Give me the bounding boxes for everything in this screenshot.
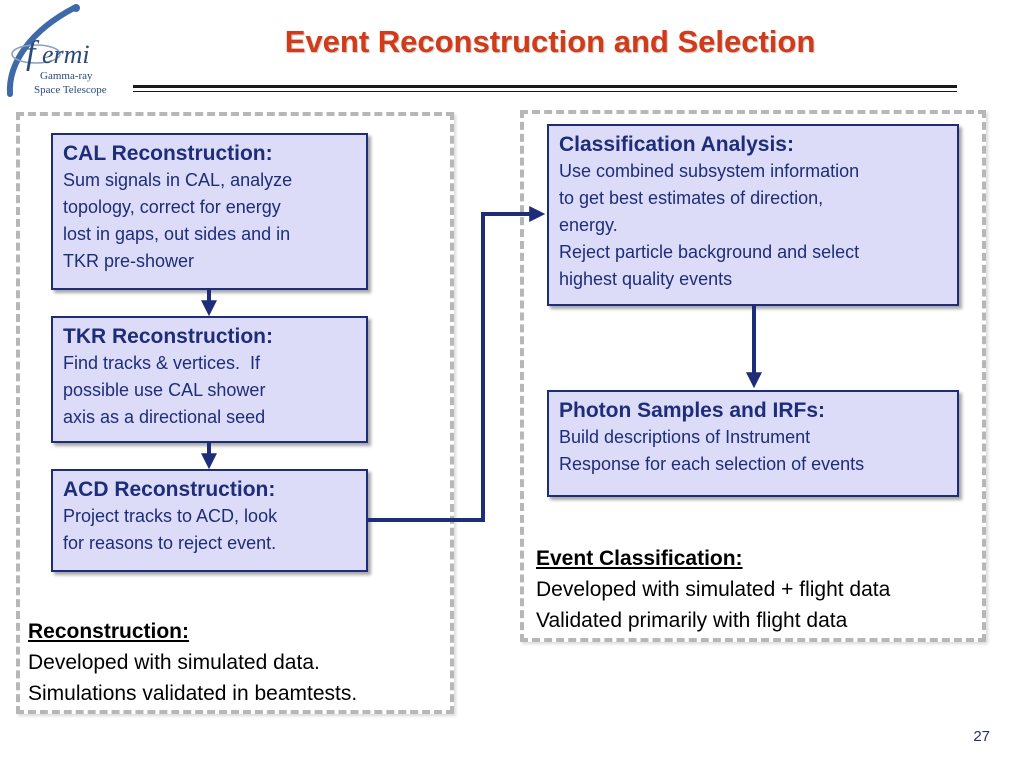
acd-box-title: ACD Reconstruction:: [63, 478, 276, 501]
reconstruction-caption: Reconstruction: Developed with simulated…: [28, 616, 357, 709]
photon-box-line: Response for each selection of events: [559, 454, 865, 474]
classification-box-line: Use combined subsystem information: [559, 161, 860, 181]
classification-caption: Event Classification: Developed with sim…: [536, 543, 890, 636]
classification-box-line: to get best estimates of direction,: [559, 188, 824, 208]
acd-reconstruction-box: ACD Reconstruction: Project tracks to AC…: [51, 469, 368, 572]
classification-box-line: highest quality events: [559, 269, 733, 289]
logo-line2: Space Telescope: [34, 84, 107, 96]
classification-box-line: Reject particle background and select: [559, 242, 860, 262]
svg-text:f: f: [26, 35, 40, 72]
classification-caption-line: Validated primarily with flight data: [536, 609, 848, 632]
photon-box-title: Photon Samples and IRFs:: [559, 399, 826, 422]
reconstruction-caption-title: Reconstruction:: [28, 620, 190, 643]
classification-caption-line: Developed with simulated + flight data: [536, 578, 891, 601]
acd-box-line: for reasons to reject event.: [63, 533, 277, 553]
cal-box-line: lost in gaps, out sides and in: [63, 224, 291, 244]
fermi-logo: f ermi Gamma-ray Space Telescope: [2, 2, 132, 102]
page-title: Event Reconstruction and Selection: [284, 24, 816, 59]
reconstruction-caption-line: Developed with simulated data.: [28, 651, 320, 674]
acd-box-line: Project tracks to ACD, look: [63, 506, 278, 526]
classification-box-line: energy.: [559, 215, 618, 235]
classification-caption-title: Event Classification:: [536, 547, 743, 570]
classification-box-title: Classification Analysis:: [559, 133, 794, 156]
cal-box-line: TKR pre-shower: [63, 251, 195, 271]
tkr-box-line: Find tracks & vertices. If: [63, 353, 261, 373]
tkr-box-line: possible use CAL shower: [63, 380, 266, 400]
cal-box-line: Sum signals in CAL, analyze: [63, 170, 293, 190]
cal-box-title: CAL Reconstruction:: [63, 142, 273, 165]
reconstruction-caption-line: Simulations validated in beamtests.: [28, 682, 358, 705]
cal-reconstruction-box: CAL Reconstruction: Sum signals in CAL, …: [51, 133, 368, 290]
tkr-box-title: TKR Reconstruction:: [63, 325, 273, 348]
logo-name: ermi: [42, 40, 90, 69]
title-rule-thin: [133, 91, 957, 92]
page-number: 27: [973, 728, 990, 745]
classification-analysis-box: Classification Analysis: Use combined su…: [547, 124, 959, 306]
cal-box-line: topology, correct for energy: [63, 197, 281, 217]
title-rule-thick: [133, 85, 957, 88]
tkr-reconstruction-box: TKR Reconstruction: Find tracks & vertic…: [51, 316, 368, 443]
photon-box-line: Build descriptions of Instrument: [559, 427, 811, 447]
logo-line1: Gamma-ray: [40, 70, 93, 82]
photon-samples-box: Photon Samples and IRFs: Build descripti…: [547, 390, 959, 497]
tkr-box-line: axis as a directional seed: [63, 407, 266, 427]
